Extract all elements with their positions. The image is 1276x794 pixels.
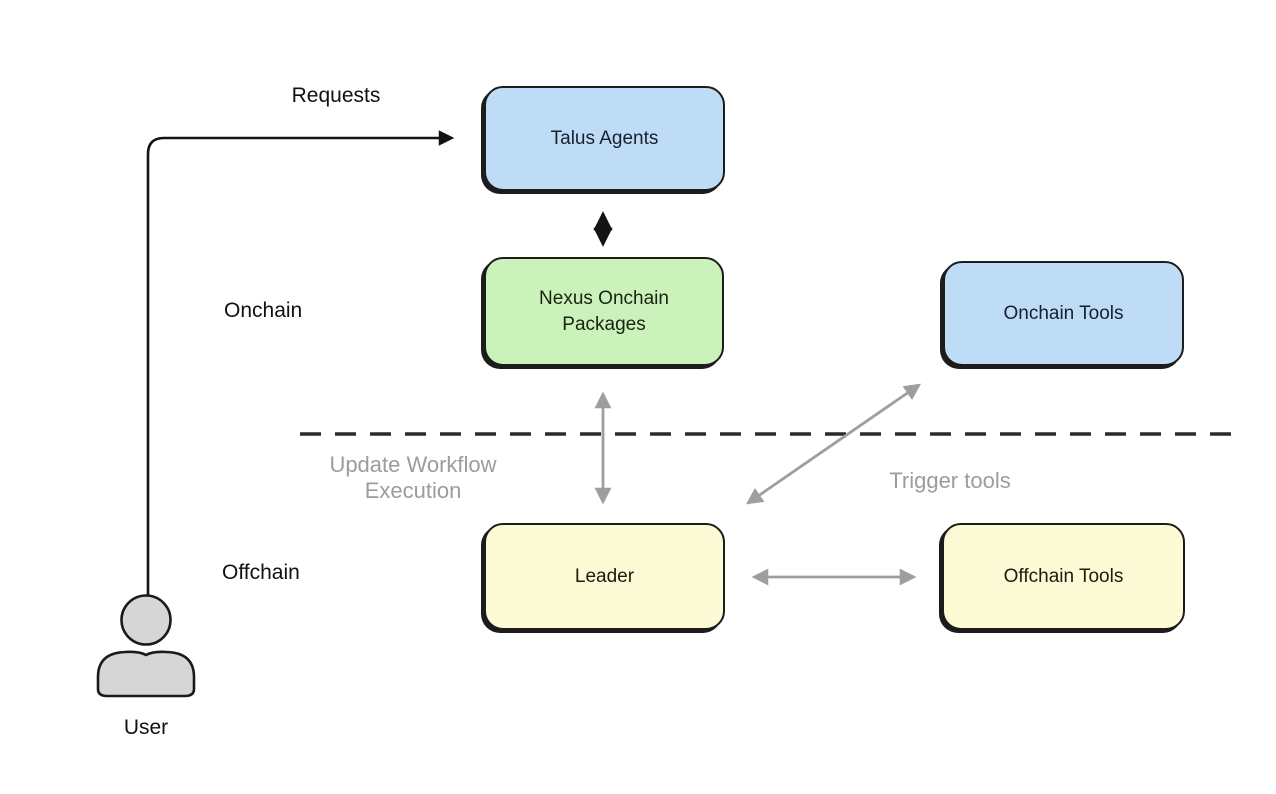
requests-arrow	[146, 130, 455, 595]
node-nexus-onchain-packages: Nexus Onchain Packages	[484, 257, 724, 366]
node-offchain-tools: Offchain Tools	[942, 523, 1185, 630]
user-label: User	[123, 716, 169, 739]
leader-onchain-tools-arrow	[745, 383, 922, 505]
node-onchain-tools-label: Onchain Tools	[1003, 302, 1124, 324]
onchain-zone-label: Onchain	[224, 299, 303, 322]
requests-edge-label: Requests	[291, 84, 381, 107]
node-talus-agents: Talus Agents	[484, 86, 725, 191]
node-leader-label: Leader	[574, 565, 635, 587]
node-nexus-onchain-packages-label: Nexus Onchain Packages	[539, 287, 669, 335]
node-talus-agents-label: Talus Agents	[550, 127, 659, 149]
trigger-tools-label: Trigger tools	[889, 468, 1011, 493]
node-leader: Leader	[484, 523, 725, 630]
node-onchain-tools: Onchain Tools	[943, 261, 1184, 366]
offchain-zone-label: Offchain	[222, 561, 300, 584]
node-offchain-tools-label: Offchain Tools	[1003, 565, 1124, 587]
update-workflow-execution-label: Update Workflow Execution	[329, 452, 497, 504]
user-icon	[96, 594, 196, 698]
